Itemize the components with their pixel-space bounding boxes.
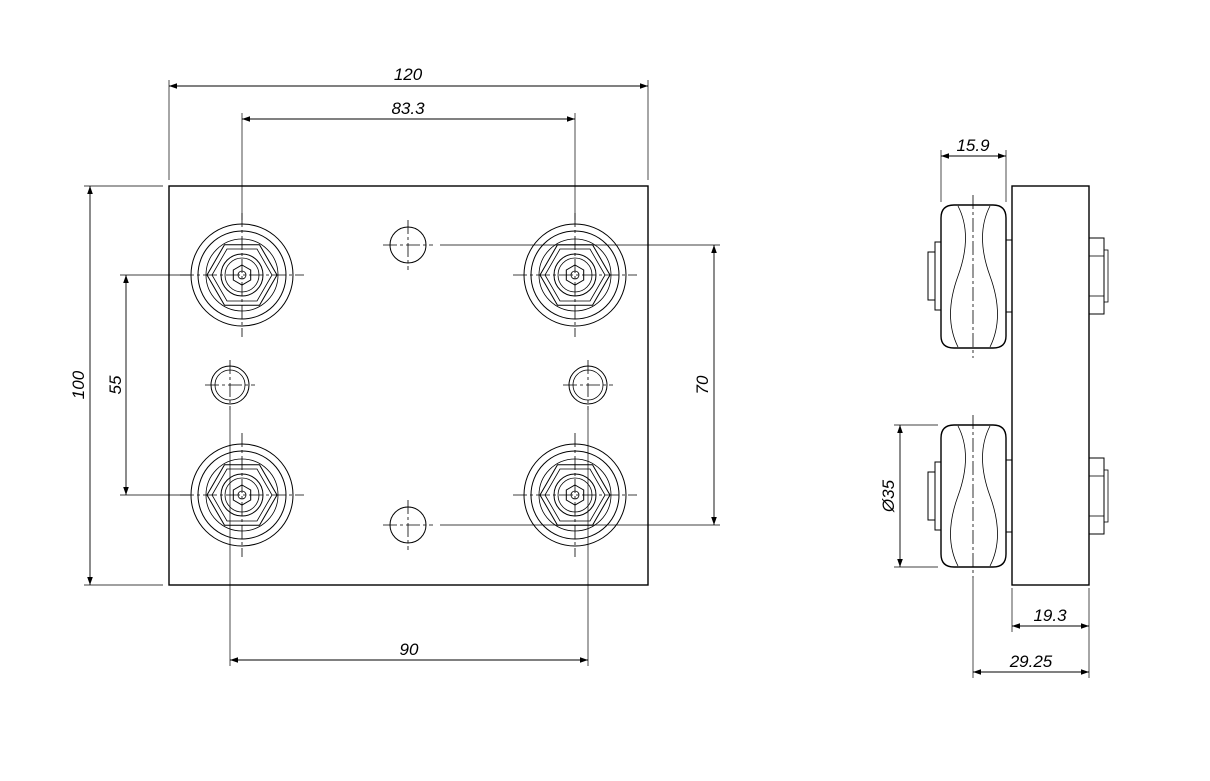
dim-wheel-spacing-right: 70 <box>440 244 720 526</box>
hole-top-center <box>383 220 433 270</box>
dim-plate-height: 100 <box>69 185 163 586</box>
dim-label-diameter-35: Ø35 <box>879 479 898 513</box>
dim-overall-depth: 29.25 <box>972 578 1089 678</box>
hole-middle-left <box>205 360 255 410</box>
front-view: 120 83.3 100 55 70 <box>69 65 720 666</box>
wheel-side-top <box>927 195 1109 358</box>
dim-label-55: 55 <box>106 375 125 394</box>
dim-wheel-width: 15.9 <box>940 136 1007 202</box>
wheel-top-right <box>512 212 638 338</box>
wheel-side-bottom <box>927 415 1109 578</box>
dim-wheel-spacing-left: 55 <box>106 274 190 496</box>
dim-label-70: 70 <box>693 375 712 394</box>
dim-label-29-25: 29.25 <box>1009 652 1053 671</box>
dim-wheel-spacing-top: 83.3 <box>241 99 576 220</box>
dim-label-100: 100 <box>69 370 88 399</box>
side-plate <box>1011 185 1090 586</box>
dim-label-15-9: 15.9 <box>956 136 990 155</box>
dim-label-90: 90 <box>400 640 419 659</box>
wheel-top-left <box>179 212 305 338</box>
mounting-plate <box>168 185 649 586</box>
wheel-bottom-left <box>179 432 305 558</box>
hole-bottom-center <box>383 500 433 550</box>
side-view: 15.9 Ø35 19.3 29.25 <box>879 136 1109 678</box>
dim-label-120: 120 <box>394 65 423 84</box>
dim-wheel-spacing-bottom: 90 <box>229 410 589 666</box>
dim-plate-width: 120 <box>168 65 649 180</box>
dim-plate-to-wheel-edge: 19.3 <box>1011 588 1090 678</box>
dim-label-83-3: 83.3 <box>391 99 425 118</box>
dim-label-19-3: 19.3 <box>1033 606 1067 625</box>
hole-middle-right <box>563 360 613 410</box>
dim-wheel-diameter: Ø35 <box>879 424 938 568</box>
wheel-bottom-right <box>512 432 638 558</box>
